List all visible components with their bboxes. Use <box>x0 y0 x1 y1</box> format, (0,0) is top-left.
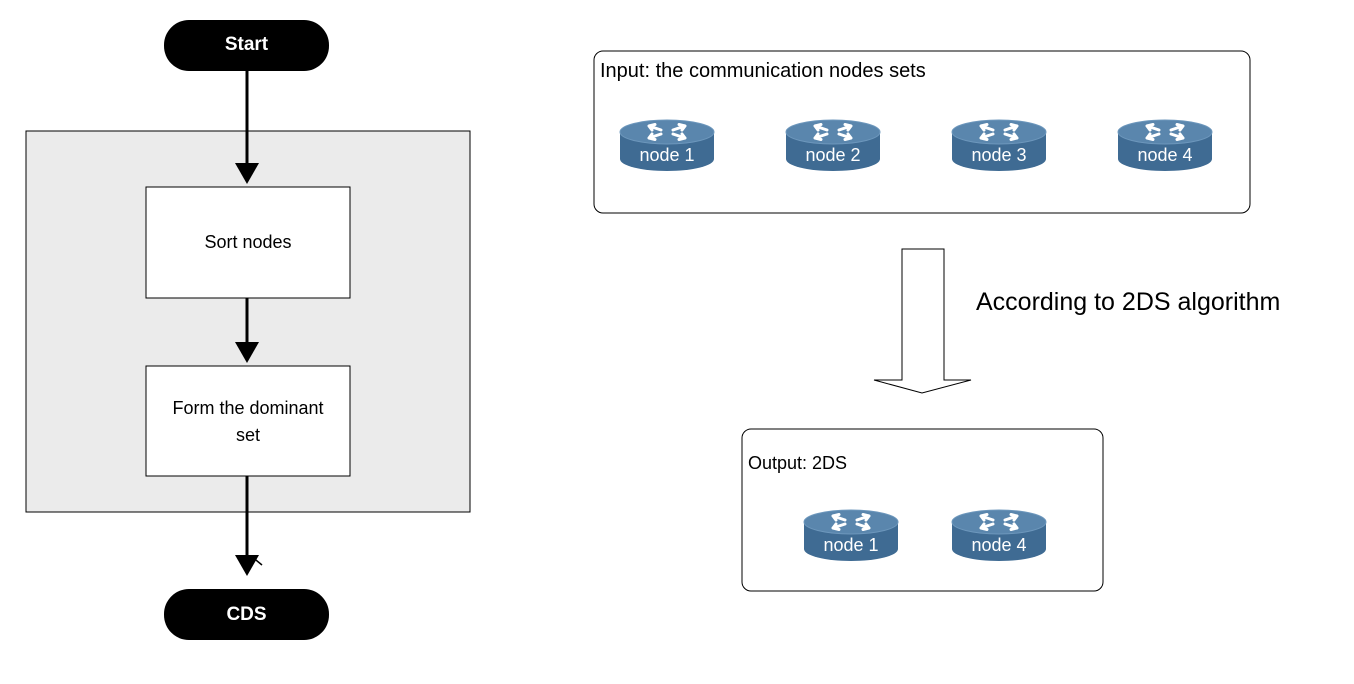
form-dominant-set-step <box>145 365 351 477</box>
cds-terminal <box>164 589 329 640</box>
input-node-label: node 3 <box>971 145 1027 165</box>
input-node-label: node 4 <box>1137 145 1193 165</box>
output-node-label: node 4 <box>971 535 1027 555</box>
algorithm-label: According to 2DS algorithm <box>976 288 1281 316</box>
start-terminal <box>164 20 329 71</box>
hollow-down-arrow <box>873 248 972 394</box>
input-panel-title: Input: the communication nodes sets <box>600 60 926 82</box>
arrow-tick-mark <box>250 555 263 566</box>
form-dominant-set-label-line1: Form the dominant <box>172 398 324 418</box>
input-node-label: node 2 <box>805 145 861 165</box>
output-panel-title: Output: 2DS <box>748 453 848 473</box>
input-panel <box>593 50 1251 214</box>
input-node-label: node 1 <box>639 145 695 165</box>
sort-nodes-label: Sort nodes <box>204 232 292 252</box>
form-dominant-set-label-line2: set <box>235 425 260 445</box>
output-node-label: node 1 <box>823 535 879 555</box>
cds-label: CDS <box>226 604 267 625</box>
start-label: Start <box>224 34 269 55</box>
